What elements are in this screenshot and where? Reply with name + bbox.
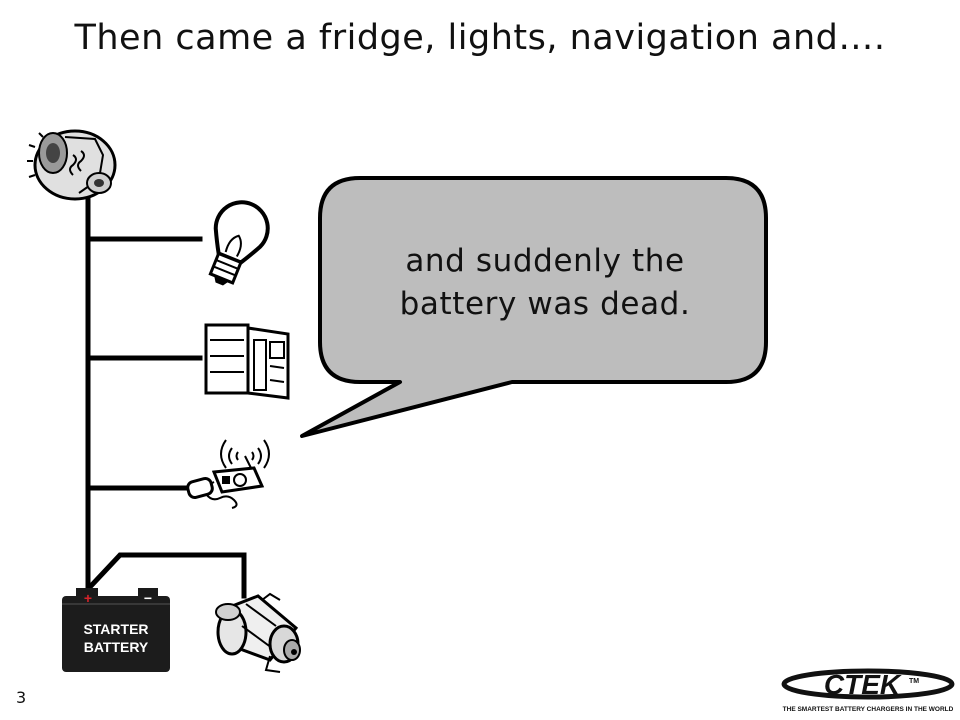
ctek-brand-text: CTEK (824, 669, 902, 700)
ctek-logo: CTEK TM THE SMARTEST BATTERY CHARGERS IN… (781, 668, 955, 713)
battery-minus-sign: − (144, 590, 152, 606)
page-number: 3 (16, 688, 27, 707)
speech-bubble (300, 176, 768, 438)
speech-bubble-line-2: battery was dead. (399, 286, 691, 322)
ctek-tagline: THE SMARTEST BATTERY CHARGERS IN THE WOR… (783, 706, 954, 713)
battery-label-line-1: STARTER (83, 621, 149, 637)
battery-label-line-2: BATTERY (83, 639, 149, 655)
slide-title: Then came a fridge, lights, navigation a… (74, 18, 886, 58)
battery-plus-sign: + (84, 590, 92, 606)
speech-bubble-text: and suddenly the battery was dead. (322, 240, 768, 326)
fridge-icon (204, 323, 290, 400)
light-bulb-icon (208, 200, 270, 286)
starter-battery-icon: + − (62, 588, 170, 672)
bus-wires (85, 197, 247, 599)
alternator-icon (27, 129, 117, 201)
starter-motor-icon (215, 592, 301, 673)
ctek-trademark: TM (909, 678, 919, 685)
radio-icon (186, 439, 270, 509)
battery-label: STARTER BATTERY (64, 620, 168, 656)
speech-bubble-line-1: and suddenly the (405, 243, 685, 279)
